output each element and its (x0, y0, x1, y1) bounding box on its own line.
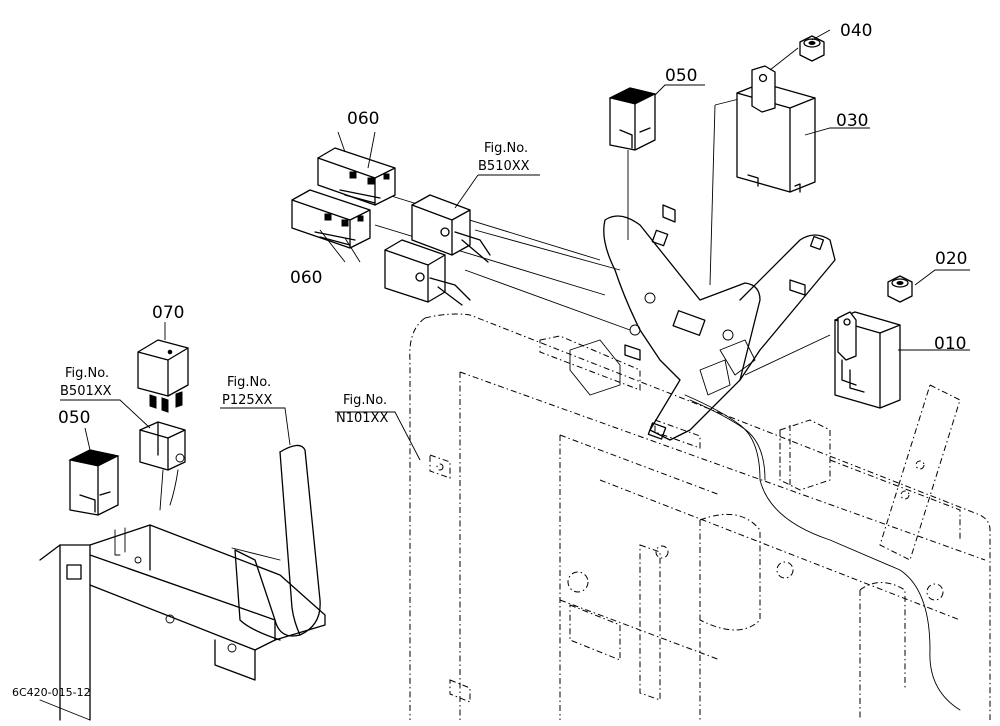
fig-ref-b510-line2: B510XX (478, 159, 530, 174)
connector-b510-lower (384, 239, 471, 306)
ribbon-cable (231, 444, 321, 641)
relay-070 (137, 339, 189, 413)
label-050-top: 050 (665, 66, 697, 86)
fig-ref-b501-line2: B501XX (60, 384, 112, 399)
wiring-harness (374, 94, 961, 711)
label-060-bottom: 060 (290, 268, 322, 288)
label-050-left: 050 (58, 408, 90, 428)
label-060-top: 060 (347, 109, 379, 129)
part-labels: 040 050 030 060 060 020 010 070 050 (58, 21, 967, 428)
relay-050-left (68, 449, 120, 516)
label-070: 070 (152, 303, 184, 323)
fig-ref-p125-line2: P125XX (222, 393, 273, 408)
fig-ref-b501-line1: Fig.No. (65, 366, 109, 381)
frame-assembly (409, 313, 991, 720)
relay-010 (834, 311, 901, 409)
switch-060-upper (317, 147, 396, 206)
fig-ref-n101-line2: N101XX (336, 411, 388, 426)
connector-b510-upper (411, 194, 491, 263)
nut-020 (887, 275, 913, 303)
label-020: 020 (935, 249, 967, 269)
label-030: 030 (836, 111, 868, 131)
relay-socket-b501 (139, 421, 186, 511)
switch-060-lower (291, 189, 371, 249)
flasher-030 (736, 65, 816, 193)
fig-ref-n101-line1: Fig.No. (343, 393, 387, 408)
figure-references: Fig.No. B510XX Fig.No. B501XX Fig.No. P1… (60, 141, 530, 426)
mounting-bracket (569, 204, 836, 441)
label-040: 040 (840, 21, 872, 41)
nut-040 (799, 35, 825, 62)
label-010: 010 (934, 334, 966, 354)
relay-050-top (608, 87, 657, 151)
drawing-code: 6C420-015-12 (12, 686, 91, 699)
leader-lines (60, 29, 970, 461)
fig-ref-p125-line1: Fig.No. (227, 375, 271, 390)
fig-ref-b510-line1: Fig.No. (484, 141, 528, 156)
